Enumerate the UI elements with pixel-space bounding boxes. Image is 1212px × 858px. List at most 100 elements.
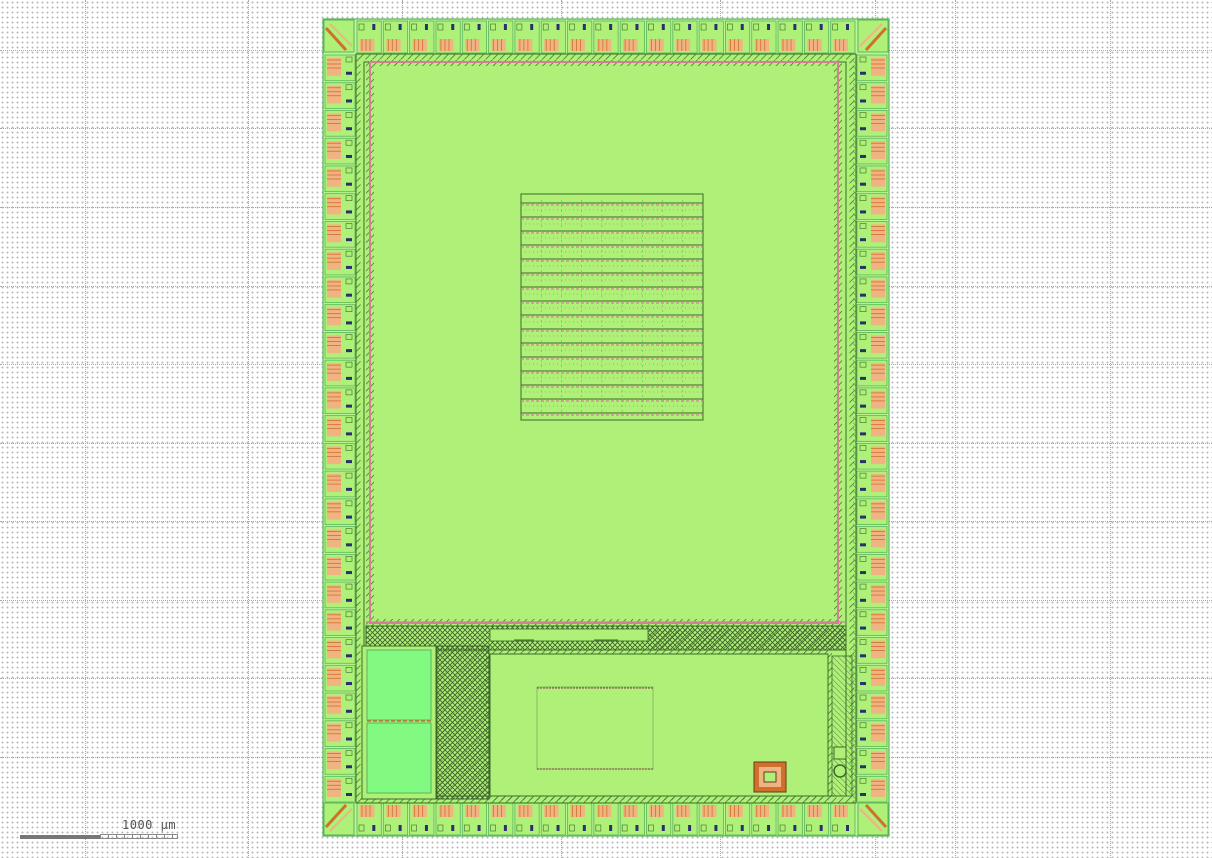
io-pad <box>856 637 888 664</box>
io-pad <box>488 20 514 54</box>
io-pad <box>856 415 888 442</box>
io-pad <box>567 20 593 54</box>
io-pad <box>540 20 566 54</box>
io-pad <box>435 20 461 54</box>
io-pad <box>830 20 856 54</box>
io-pad <box>856 332 888 359</box>
io-pad <box>856 442 888 470</box>
io-pad <box>856 664 888 692</box>
io-pad <box>324 110 356 137</box>
corner-cell-top-left <box>323 19 355 53</box>
io-pad <box>324 526 356 553</box>
io-pad-ring-left <box>324 54 356 803</box>
io-pad <box>324 470 356 498</box>
io-pad <box>409 802 435 836</box>
io-pad <box>619 802 645 836</box>
io-pad <box>751 802 777 836</box>
io-pad <box>324 664 356 692</box>
io-pad <box>803 20 830 54</box>
io-pad <box>382 20 409 54</box>
test-structure <box>753 761 787 793</box>
io-pad <box>856 304 888 331</box>
scale-bar: 1000 µm <box>20 818 180 842</box>
io-pad <box>856 581 888 609</box>
io-pad <box>672 802 698 836</box>
io-pad <box>856 110 888 137</box>
io-pad <box>324 609 356 636</box>
io-pad <box>514 20 540 54</box>
io-pad <box>356 802 382 836</box>
io-pad <box>856 359 888 387</box>
core-pink-ring <box>369 61 839 624</box>
io-pad <box>324 637 356 664</box>
io-pad <box>856 248 888 276</box>
io-pad <box>461 802 487 836</box>
io-pad <box>856 498 888 525</box>
io-pad <box>409 20 435 54</box>
io-pad <box>324 248 356 276</box>
io-pad <box>324 720 356 747</box>
io-pad <box>324 332 356 359</box>
io-pad <box>856 137 888 165</box>
io-pad <box>324 193 356 220</box>
io-pad <box>856 193 888 220</box>
io-pad <box>856 165 888 193</box>
io-pad <box>324 553 356 581</box>
io-pad <box>324 304 356 331</box>
io-pad <box>856 221 888 248</box>
io-pad <box>777 20 803 54</box>
grid-line <box>1110 0 1111 858</box>
io-pad <box>324 415 356 442</box>
io-pad <box>856 387 888 415</box>
io-pad <box>698 20 724 54</box>
io-pad <box>324 137 356 165</box>
io-pad <box>856 82 888 109</box>
io-pad <box>382 802 409 836</box>
bus-interface <box>489 628 649 642</box>
routing-channel-right <box>648 629 846 649</box>
macro-block-lower <box>366 722 432 794</box>
io-pad <box>324 692 356 720</box>
scale-bar-label: 1000 µm <box>122 818 177 832</box>
io-pad <box>672 20 698 54</box>
grid-line <box>955 0 956 858</box>
io-pad <box>461 20 487 54</box>
io-pad <box>856 54 888 82</box>
io-pad <box>324 165 356 193</box>
io-pad <box>324 581 356 609</box>
power-strap-right <box>853 60 857 800</box>
io-pad <box>324 442 356 470</box>
io-pad <box>856 775 888 803</box>
io-pad <box>856 553 888 581</box>
io-pad <box>856 748 888 775</box>
io-pad <box>324 748 356 775</box>
io-pad <box>777 802 803 836</box>
io-pad <box>593 802 619 836</box>
io-pad <box>619 20 645 54</box>
corner-cell-bottom-left <box>323 802 355 836</box>
sram-columns <box>540 200 684 416</box>
io-pad <box>856 276 888 304</box>
io-pad <box>646 20 672 54</box>
io-pad <box>725 20 751 54</box>
io-pad <box>540 802 566 836</box>
io-pad <box>830 802 856 836</box>
io-pad <box>725 802 751 836</box>
grid-line <box>248 0 249 858</box>
io-pad <box>324 775 356 803</box>
io-pad-ring-top <box>356 20 856 54</box>
alignment-mark <box>833 764 847 778</box>
scale-bar-solid <box>20 835 100 839</box>
io-pad <box>856 609 888 636</box>
io-pad <box>435 802 461 836</box>
io-pad-ring-right <box>856 54 888 803</box>
io-pad <box>514 802 540 836</box>
power-strap-analog <box>831 655 853 797</box>
io-pad <box>856 720 888 747</box>
io-pad <box>324 498 356 525</box>
io-pad <box>856 526 888 553</box>
scale-bar-ticks <box>100 834 178 839</box>
io-pad <box>324 359 356 387</box>
corner-cell-top-right <box>857 19 889 53</box>
